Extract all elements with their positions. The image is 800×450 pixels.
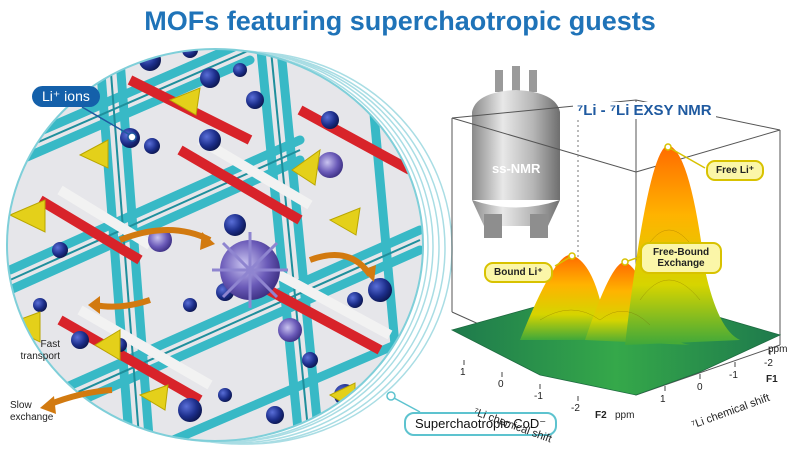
peak-callout-lines xyxy=(554,143,706,267)
f2-axis-unit: ppm xyxy=(615,410,635,421)
ss-nmr-magnet xyxy=(472,66,560,238)
axis-ticks xyxy=(463,350,771,401)
fast-transport-arrows xyxy=(7,87,361,411)
free-li-label: Free Li⁺ xyxy=(706,160,765,181)
superchaotropic-cod-label: Superchaotropic CoD⁻ xyxy=(404,412,558,436)
li-ion-callout-line xyxy=(81,106,137,142)
exsy-nmr-title: ⁷Li - ⁷Li EXSY NMR xyxy=(573,102,716,119)
f2-tick-1: 1 xyxy=(460,367,466,378)
li-ions-label: Li⁺ ions xyxy=(32,86,100,107)
f1-axis-name: F1 xyxy=(766,374,778,385)
cod-clusters xyxy=(148,152,343,342)
f2-tick-minus2: -2 xyxy=(571,403,580,414)
mof-circle-border xyxy=(6,48,424,442)
cod-callout-line xyxy=(386,391,421,413)
f1-axis-unit: ppm xyxy=(768,344,788,355)
legend-slow-exchange-arrow xyxy=(40,387,113,414)
legend-fast-transport-arrow xyxy=(94,329,121,361)
f1-tick-minus2: -2 xyxy=(764,358,773,369)
f1-tick-1: 1 xyxy=(660,394,666,405)
ss-nmr-label: ss-NMR xyxy=(492,161,541,176)
figure-title: MOFs featuring superchaotropic guests xyxy=(144,6,656,36)
slow-exchange-arrowheads xyxy=(88,232,376,314)
slow-exchange-label: Slow exchange xyxy=(10,400,54,423)
f2-axis-name: F2 xyxy=(595,410,607,421)
fast-transport-label: Fast transport xyxy=(20,339,60,362)
f2-tick-minus1: -1 xyxy=(534,391,543,402)
metal-nodes xyxy=(37,75,413,405)
free-bound-exchange-label: Free-Bound Exchange xyxy=(640,242,722,274)
f2-tick-0: 0 xyxy=(498,379,504,390)
bound-li-label: Bound Li⁺ xyxy=(484,262,553,283)
f1-tick-0: 0 xyxy=(697,382,703,393)
f1-tick-minus1: -1 xyxy=(729,370,738,381)
mof-circle xyxy=(7,49,423,441)
